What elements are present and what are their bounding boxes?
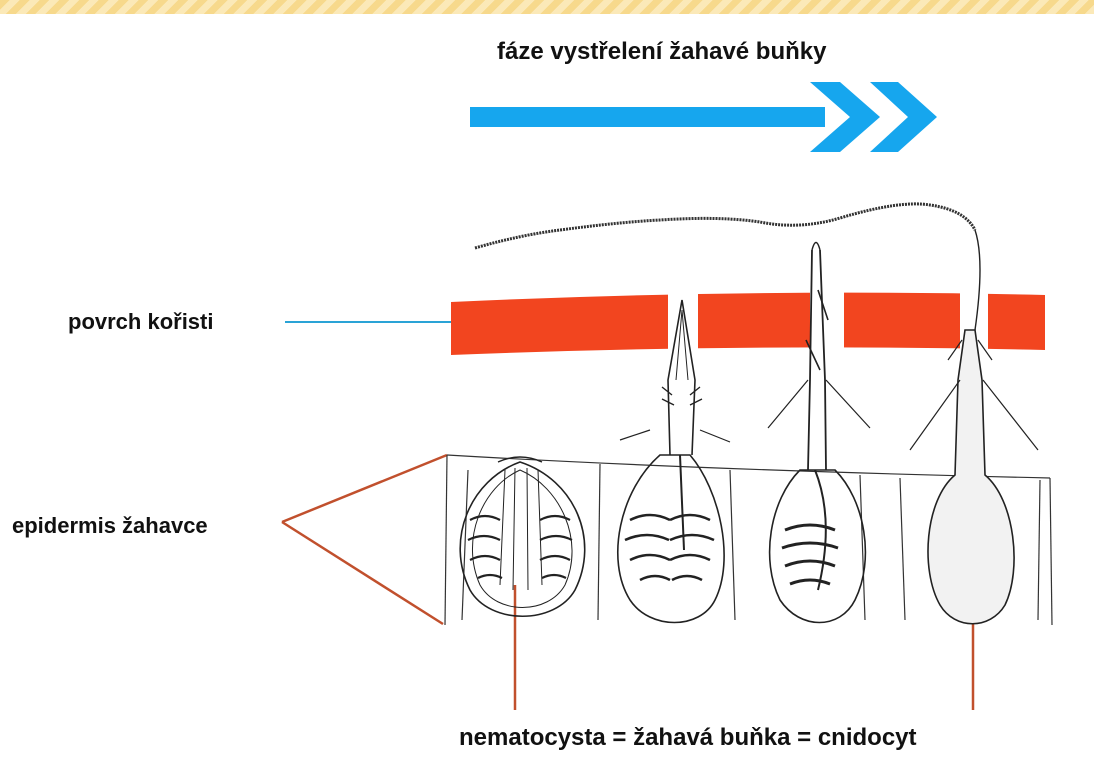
- nematocyst-undischarged: [460, 457, 585, 616]
- leader-epidermis-lower: [282, 522, 443, 624]
- nematocyst-discharged: [910, 230, 1038, 624]
- leader-epidermis-upper: [282, 455, 447, 522]
- direction-arrow-icon: [470, 82, 937, 152]
- discharged-thread: [475, 204, 975, 248]
